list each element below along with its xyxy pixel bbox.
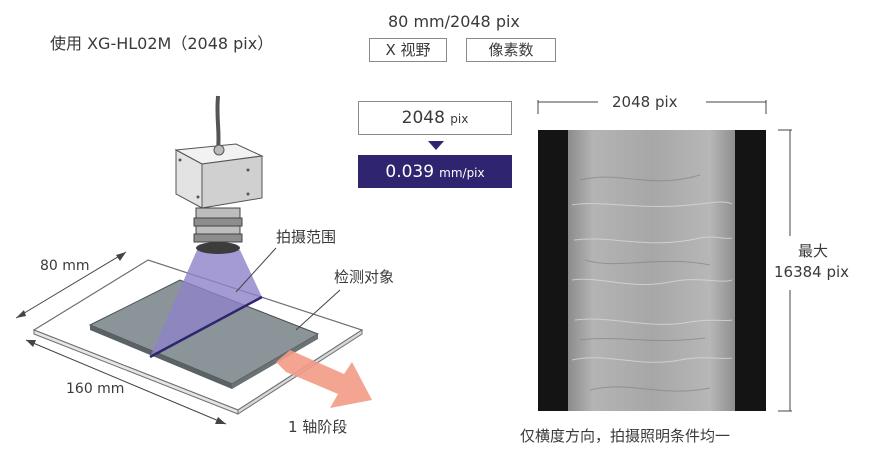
width-dimension-label: 80 mm — [40, 258, 90, 274]
pixel-count-label: 像素数 — [488, 41, 534, 59]
image-width-label: 2048 pix — [612, 93, 678, 111]
down-arrow-icon — [428, 141, 444, 150]
stage-label: 1 轴阶段 — [288, 418, 348, 436]
image-caption: 仅横度方向，拍摄照明条件均一 — [520, 427, 731, 445]
pix-value-box: 2048 pix — [358, 101, 512, 135]
pix-value: 2048 — [401, 108, 445, 128]
result-box: 0.039 mm/pix — [358, 155, 512, 188]
result-value: 0.039 — [385, 162, 435, 182]
camera-beam — [150, 250, 262, 357]
camera-cable — [215, 95, 221, 151]
scan-line — [149, 295, 263, 359]
resolution-ratio: 80 mm/2048 pix — [388, 12, 520, 31]
image-height-value: 16384 pix — [774, 263, 850, 281]
target-label: 检测对象 — [334, 268, 395, 286]
stage-motion-arrow — [276, 350, 372, 408]
result-unit: mm/pix — [439, 166, 485, 180]
pix-unit: pix — [450, 112, 469, 126]
pixel-count-box: 像素数 — [466, 38, 556, 62]
fov-label: X 视野 — [385, 41, 431, 59]
image-height-title: 最大 — [798, 242, 829, 260]
length-dimension-label: 160 mm — [66, 381, 125, 397]
page-title: 使用 XG-HL02M（2048 pix） — [50, 34, 274, 53]
capture-range-label: 拍摄范围 — [276, 228, 337, 246]
fov-label-box: X 视野 — [369, 38, 447, 62]
camera — [174, 143, 264, 254]
